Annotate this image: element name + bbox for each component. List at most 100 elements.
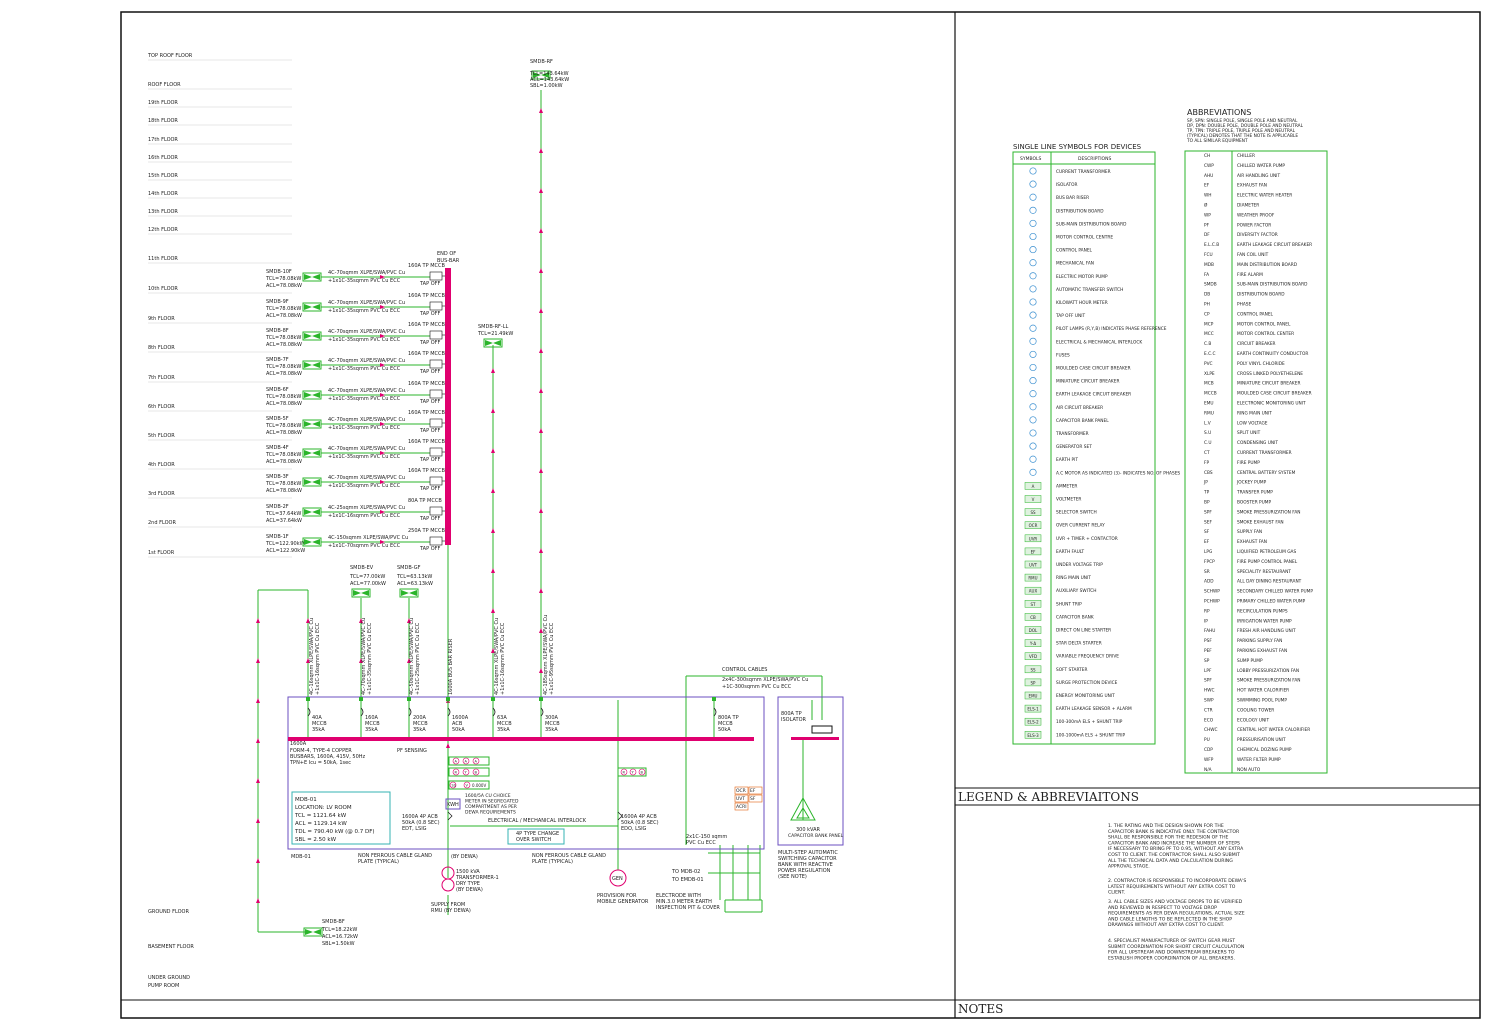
abbr-key: WP: [1204, 212, 1211, 218]
floor-label: 10th FLOOR: [148, 286, 178, 292]
abbr-key: TP: [1203, 490, 1210, 496]
symbol-description: KILOWATT HOUR METER: [1056, 300, 1108, 306]
symbol-box: [1024, 639, 1042, 647]
meter-symbol: B: [475, 771, 478, 775]
abbr-value: MOTOR CONTROL PANEL: [1237, 321, 1291, 327]
smdb-acl: ACL=78.08kW: [266, 313, 302, 319]
abbr-key: SPF: [1204, 509, 1212, 515]
breaker-symbol: [447, 707, 451, 717]
abbr-intro-line: TO ALL SIMILAR EQUIPMENT: [1186, 138, 1248, 144]
meter-symbol: SS: [452, 784, 457, 788]
mdb-panel-outline: [287, 696, 765, 850]
abbr-title: ABBREVIATIONS: [1187, 108, 1251, 117]
smdb-mccb: 160A TP MCCB: [408, 322, 446, 328]
pf-sensing-label: PF SENSING: [397, 748, 427, 754]
smdb-acl: ACL=78.08kW: [266, 371, 302, 377]
busbar-note-2: BUSBARS, 1600A, 415V, 50Hz: [290, 754, 366, 760]
symbol-code: AUX: [1029, 589, 1038, 594]
smdb-icon-right: [312, 333, 320, 339]
smdb-cable-1: 4C-70sqmm XLPE/SWA/PVC Cu: [328, 358, 405, 364]
symbol-box: [1024, 731, 1042, 739]
breaker-symbol: [307, 707, 311, 717]
symbol-code: EF: [1031, 549, 1037, 554]
symbol-description: AUXILIARY SWITCH: [1056, 588, 1096, 594]
abbr-key: PEF: [1204, 648, 1212, 654]
smdb-tap-off: TAP OFF: [419, 546, 441, 552]
meter-symbol: Y: [465, 771, 468, 775]
relay-box: [734, 786, 749, 795]
smdb-acl: ACL=122.90kW: [266, 548, 305, 554]
breaker-rating: 200A: [413, 715, 427, 721]
relay-box: [734, 802, 749, 811]
symbol-box: [1024, 652, 1042, 660]
symbol-box: [1024, 717, 1042, 726]
symbol-box: [1024, 547, 1042, 556]
floor-label: 4th FLOOR: [148, 462, 175, 468]
smdb-cable-1: 4C-70sqmm XLPE/SWA/PVC Cu: [328, 446, 405, 452]
smdb-cable-2: +1x1C-35sqmm PVC Cu ECC: [328, 337, 401, 343]
smdb-name: SMDB-5F: [266, 416, 289, 422]
breaker-rating: 40A: [312, 715, 322, 721]
abbr-value: FRESH AIR HANDLING UNIT: [1237, 628, 1296, 634]
floor-label: 17th FLOOR: [148, 137, 178, 143]
abbr-key: Ø: [1204, 202, 1208, 209]
abbr-key: SWP: [1204, 698, 1214, 704]
control-cables-line2: +1C-300sqmm PVC Cu ECC: [722, 684, 792, 690]
riser-cable-line1: 4C-185sqmm XLPE/SWA/PVC Cu: [543, 615, 549, 695]
floor-label: 14th FLOOR: [148, 191, 178, 197]
symbol-description: TAP OFF UNIT: [1055, 313, 1086, 319]
abbr-key: PU: [1204, 737, 1210, 743]
transformer-line: DRY TYPE: [456, 881, 480, 887]
abbr-key: AHU: [1204, 173, 1213, 179]
abbr-key: PVC: [1204, 361, 1213, 367]
abbr-key: FPCP: [1204, 559, 1215, 565]
meter-symbol: A: [465, 760, 468, 764]
mdb-info-line: TDL = 790.40 kW (@ 0.7 DF): [294, 829, 375, 835]
abbr-value: PARKING SUPPLY FAN: [1237, 638, 1282, 644]
symbol-description: UVR + TIMER + CONTACTOR: [1056, 536, 1118, 542]
smdb-icon-right: [312, 392, 320, 398]
note-line: AND CABLE LENGTHS TO BE REFLECTED IN THE…: [1108, 916, 1232, 922]
abbr-key: MCCB: [1204, 391, 1217, 397]
abbr-value: PHASE: [1237, 302, 1251, 308]
symbol-box: [1024, 613, 1042, 621]
symbol-description: DIRECT ON LINE STARTER: [1056, 628, 1111, 634]
tap-off-unit-icon: [429, 506, 443, 516]
abbr-value: FAN COIL UNIT: [1237, 252, 1269, 258]
smdb-icon-right: [312, 304, 320, 310]
outgoing-terminal: [407, 697, 411, 701]
symbol-icon: [1029, 219, 1037, 227]
floor-label: 9th FLOOR: [148, 316, 175, 322]
abbr-value: EARTH LEAKAGE CIRCUIT BREAKER: [1237, 242, 1312, 248]
abbr-value: POLY VINYL CHLORIDE: [1237, 361, 1285, 367]
symbol-code: EMU: [1029, 694, 1038, 699]
breaker-symbol: [492, 707, 496, 717]
symbol-box: [1024, 495, 1042, 503]
floor-label: 5th FLOOR: [148, 433, 175, 439]
flow-arrow: [539, 268, 543, 273]
abbr-value: HOT WATER CALORIFIER: [1237, 688, 1289, 694]
flow-arrow: [491, 488, 495, 493]
smdb-icon-left: [304, 304, 312, 310]
floor-label: 2nd FLOOR: [148, 520, 176, 526]
feeder-arrow: [380, 393, 385, 397]
symbol-box: [1024, 586, 1042, 595]
abbr-value: WATER FILTER PUMP: [1237, 757, 1281, 763]
feeder-arrow: [380, 363, 385, 367]
symbol-icon: [1029, 259, 1037, 267]
breaker-capacity: 50kA: [452, 727, 465, 733]
symbol-description: MECHANICAL FAN: [1056, 261, 1094, 267]
abbr-key: BP: [1204, 500, 1210, 506]
abbr-value: LOW VOLTAGE: [1237, 420, 1268, 426]
symbol-icon: [1029, 246, 1037, 254]
smdb-name: SMDB-6F: [266, 387, 289, 393]
riser-cable-line2: +1x1C-25sqmm PVC Cu ECC: [415, 622, 421, 695]
to-emdb-01: TO EMDB-01: [671, 877, 704, 883]
riser-cable-line2: +1x1C-16sqmm PVC Cu ECC: [500, 622, 506, 695]
symbol-description: SURGE PROTECTION DEVICE: [1056, 680, 1118, 686]
smdb-mccb: 250A TP MCCB: [408, 528, 446, 534]
breaker-type: MCCB: [413, 721, 428, 727]
smdb-tcl: TCL=78.08kW: [265, 364, 301, 370]
note-line: LATEST REQUIREMENTS WITHOUT ANY EXTRA CO…: [1108, 884, 1236, 890]
